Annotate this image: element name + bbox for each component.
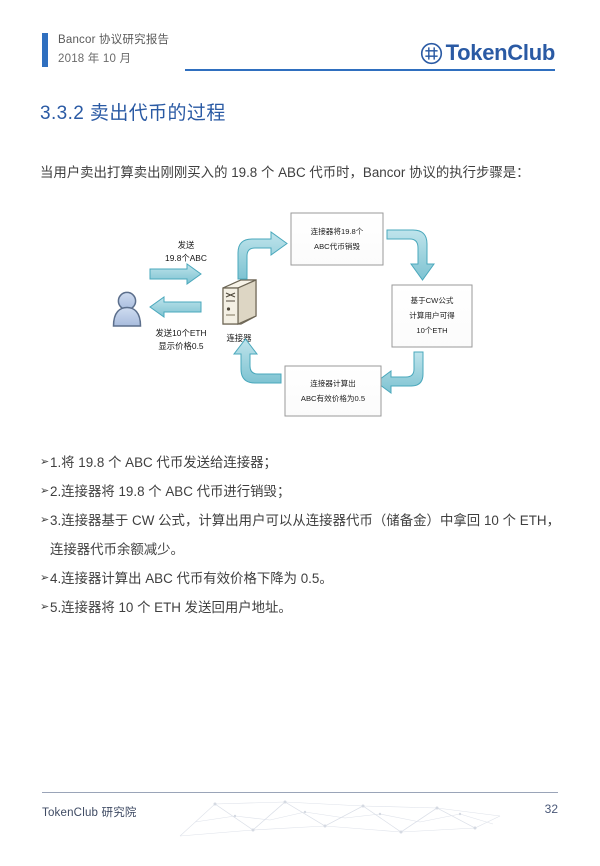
list-item-num-1: 1. [50, 455, 62, 470]
server-tower-icon [222, 279, 257, 325]
list-item-text-5: 5.连接器将 10 个 ETH 发送回用户地址。 [50, 593, 560, 622]
diagram-box-price: 连接器计算出 ABC有效价格为0.5 [284, 365, 382, 417]
arrow-price-to-connector [232, 338, 282, 384]
network-constellation-graphic [179, 800, 501, 837]
box-cw-line2: 计算用户可得 [409, 310, 455, 320]
header-accent-bar [42, 33, 48, 67]
footer-divider [42, 792, 558, 793]
arrow-cw-to-price [375, 351, 424, 394]
list-item: ➢ 4.连接器计算出 ABC 代币有效价格下降为 0.5。 [40, 564, 560, 593]
report-date: 2018 年 10 月 [58, 53, 132, 65]
box-cw-line1: 基于CW公式 [410, 295, 453, 305]
arrow-connector-to-burn [237, 231, 288, 280]
logo-wordmark: TokenClub [445, 40, 556, 65]
list-item-body-1: 将 19.8 个 ABC 代币发送给连接器； [61, 455, 277, 470]
list-item-num-5: 5. [50, 600, 62, 615]
list-item: ➢ 3.连接器基于 CW 公式，计算出用户可以从连接器代币（储备金）中拿回 10… [40, 506, 560, 564]
list-item-body-2: 连接器将 19.8 个 ABC 代币进行销毁； [61, 484, 291, 499]
arrow-burn-to-cw [386, 229, 435, 281]
box-burn-line1: 连接器将19.8个 [311, 226, 364, 236]
intro-paragraph: 当用户卖出打算卖出刚刚买入的 19.8 个 ABC 代币时，Bancor 协议的… [40, 165, 530, 180]
tokenclub-logo: TokenClub [420, 40, 555, 66]
report-title: Bancor 协议研究报告 [58, 34, 170, 46]
list-item-body-5: 连接器将 10 个 ETH 发送回用户地址。 [61, 600, 292, 615]
list-bullet-icon: ➢ [40, 485, 50, 497]
box-cw-line3: 10个ETH [416, 326, 447, 335]
list-item-text-1: 1.将 19.8 个 ABC 代币发送给连接器； [50, 448, 560, 477]
list-item-num-4: 4. [50, 571, 62, 586]
list-item-text-4: 4.连接器计算出 ABC 代币有效价格下降为 0.5。 [50, 564, 560, 593]
diagram-box-burn: 连接器将19.8个 ABC代币销毁 [290, 212, 384, 266]
box-price-line1: 连接器计算出 [310, 378, 356, 388]
list-bullet-icon: ➢ [40, 572, 50, 584]
footer-institute: TokenClub 研究院 [42, 807, 137, 819]
user-avatar-icon [112, 291, 142, 327]
arrow-user-to-connector [149, 263, 202, 285]
list-bullet-icon: ➢ [40, 514, 50, 526]
label-receive-line2: 显示价格0.5 [158, 341, 203, 351]
list-item: ➢ 5.连接器将 10 个 ETH 发送回用户地址。 [40, 593, 560, 622]
header-divider [185, 69, 555, 71]
label-send-line2: 19.8个ABC [165, 253, 207, 263]
steps-list: ➢ 1.将 19.8 个 ABC 代币发送给连接器； ➢ 2.连接器将 19.8… [40, 448, 560, 622]
label-send-line1: 发送 [178, 240, 195, 250]
list-bullet-icon: ➢ [40, 456, 50, 468]
box-burn-line2: ABC代币销毁 [314, 241, 360, 251]
hash-circle-icon [420, 42, 442, 64]
sell-flow-diagram: 发送 19.8个ABC 发送10个ETH 显示价格0.5 [95, 208, 505, 430]
list-item-num-3: 3. [50, 513, 62, 528]
page-footer: TokenClub 研究院 32 [0, 786, 600, 866]
list-item: ➢ 1.将 19.8 个 ABC 代币发送给连接器； [40, 448, 560, 477]
list-bullet-icon: ➢ [40, 601, 50, 613]
list-item-text-2: 2.连接器将 19.8 个 ABC 代币进行销毁； [50, 477, 560, 506]
connector-label: 连接器 [226, 333, 252, 343]
arrow-connector-to-user [149, 296, 202, 318]
list-item-body-4: 连接器计算出 ABC 代币有效价格下降为 0.5。 [61, 571, 333, 586]
list-item: ➢ 2.连接器将 19.8 个 ABC 代币进行销毁； [40, 477, 560, 506]
header-title-block: Bancor 协议研究报告 2018 年 10 月 [58, 31, 169, 69]
list-item-text-3: 3.连接器基于 CW 公式，计算出用户可以从连接器代币（储备金）中拿回 10 个… [50, 506, 560, 564]
label-receive-line1: 发送10个ETH [155, 328, 206, 338]
list-item-num-2: 2. [50, 484, 62, 499]
section-heading: 3.3.2 卖出代币的过程 [40, 103, 226, 124]
list-item-body-3: 连接器基于 CW 公式，计算出用户可以从连接器代币（储备金）中拿回 10 个 E… [50, 513, 560, 557]
page-number: 32 [544, 802, 558, 816]
diagram-canvas: 发送 19.8个ABC 发送10个ETH 显示价格0.5 [112, 212, 473, 417]
diagram-box-cw-formula: 基于CW公式 计算用户可得 10个ETH [391, 284, 473, 348]
box-price-line2: ABC有效价格为0.5 [301, 393, 365, 403]
page-header: Bancor 协议研究报告 2018 年 10 月 TokenClub [0, 0, 600, 84]
